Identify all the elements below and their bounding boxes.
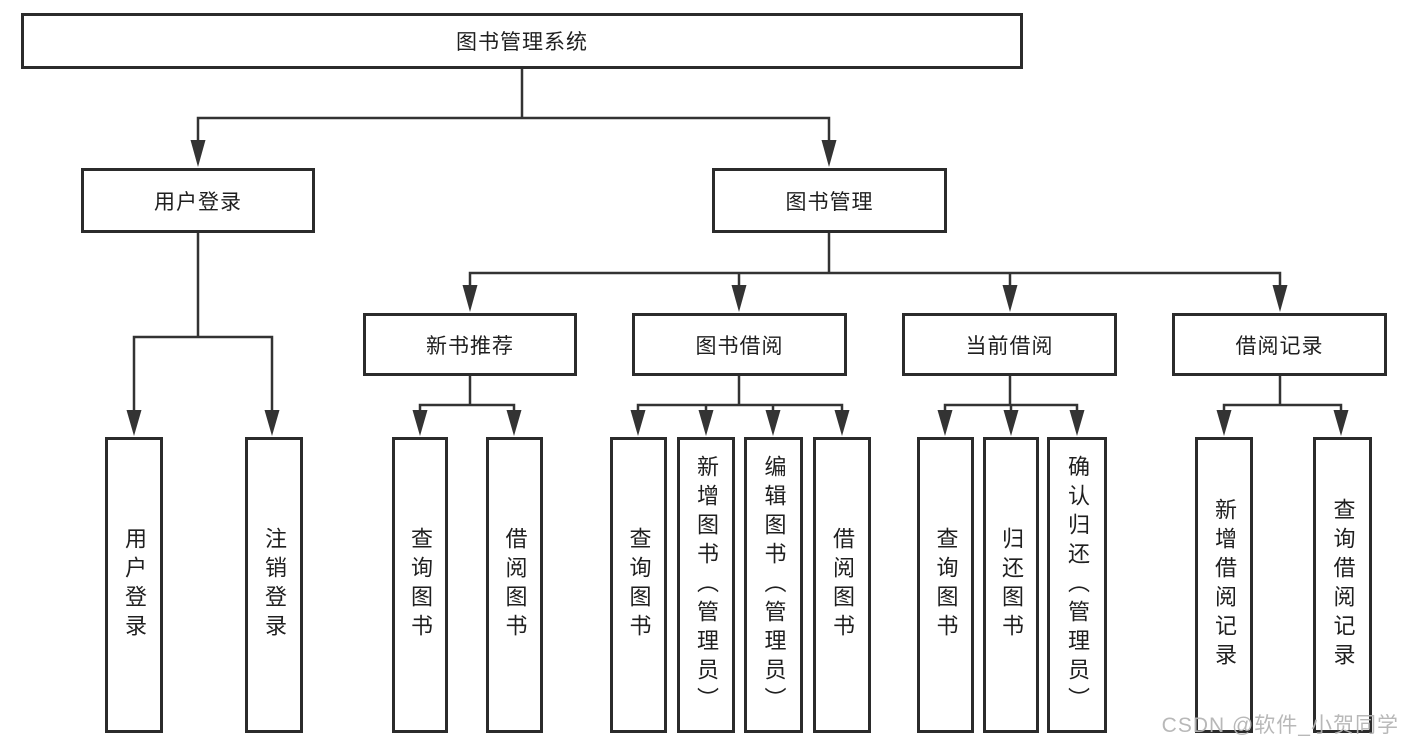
leaf-recommend-borrow-books: 借阅图书	[486, 437, 543, 733]
leaf-current-confirm-return-admin-label: 确认归还（管理员）	[1065, 454, 1090, 716]
node-current-borrowing: 当前借阅	[902, 313, 1117, 376]
leaf-borrowing-query-books-label: 查询图书	[626, 527, 652, 643]
leaf-user-login-label: 用户登录	[122, 527, 147, 643]
node-current-borrowing-label: 当前借阅	[965, 334, 1054, 358]
leaf-recommend-query-books: 查询图书	[392, 437, 448, 733]
leaf-current-query-books-label: 查询图书	[933, 527, 959, 643]
leaf-current-query-books: 查询图书	[917, 437, 974, 733]
leaf-borrowing-edit-books-admin-label: 编辑图书（管理员）	[761, 454, 787, 716]
leaf-borrowing-query-books: 查询图书	[610, 437, 667, 733]
node-user-login: 用户登录	[81, 168, 315, 233]
leaf-current-return-books: 归还图书	[983, 437, 1039, 733]
leaf-borrowing-borrow-books-label: 借阅图书	[830, 527, 855, 643]
leaf-current-return-books-label: 归还图书	[999, 527, 1024, 643]
node-root-system: 图书管理系统	[21, 13, 1023, 69]
leaf-logout-label: 注销登录	[262, 527, 287, 643]
node-new-book-recommend: 新书推荐	[363, 313, 577, 376]
leaf-borrowing-add-books-admin: 新增图书（管理员）	[677, 437, 735, 733]
node-borrowing-records: 借阅记录	[1172, 313, 1387, 376]
leaf-user-login: 用户登录	[105, 437, 163, 733]
leaf-borrowing-add-books-admin-label: 新增图书（管理员）	[694, 454, 719, 716]
csdn-watermark: CSDN @软件_小贺同学	[1161, 714, 1399, 737]
node-user-login-label: 用户登录	[154, 190, 242, 214]
leaf-records-query-record: 查询借阅记录	[1313, 437, 1372, 733]
leaf-current-confirm-return-admin: 确认归还（管理员）	[1047, 437, 1107, 733]
leaf-recommend-query-books-label: 查询图书	[408, 527, 433, 643]
node-book-management-label: 图书管理	[785, 190, 874, 214]
arrowhead-icons	[126, 140, 1349, 436]
leaf-borrowing-borrow-books: 借阅图书	[813, 437, 871, 733]
leaf-borrowing-edit-books-admin: 编辑图书（管理员）	[744, 437, 803, 733]
leaf-records-add-record-label: 新增借阅记录	[1212, 498, 1237, 672]
leaf-recommend-borrow-books-label: 借阅图书	[502, 527, 528, 643]
node-book-management: 图书管理	[712, 168, 947, 233]
leaf-logout: 注销登录	[245, 437, 303, 733]
node-book-borrowing: 图书借阅	[632, 313, 847, 376]
leaf-records-add-record: 新增借阅记录	[1195, 437, 1253, 733]
node-book-borrowing-label: 图书借阅	[695, 334, 784, 358]
node-root-label: 图书管理系统	[456, 31, 588, 54]
leaf-records-query-record-label: 查询借阅记录	[1330, 498, 1356, 672]
node-new-book-recommend-label: 新书推荐	[426, 334, 514, 358]
node-borrowing-records-label: 借阅记录	[1235, 334, 1324, 358]
